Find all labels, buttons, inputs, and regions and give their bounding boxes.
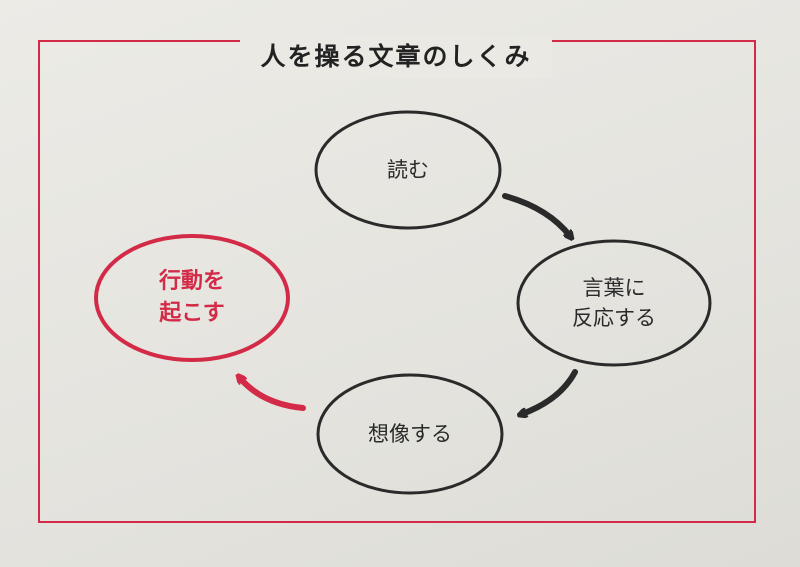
diagram-title: 人を操る文章のしくみ: [240, 36, 552, 78]
node-react-label: 言葉に 反応する: [572, 276, 656, 330]
node-act-shape: [94, 234, 290, 362]
node-act-label: 行動を 起こす: [158, 269, 225, 326]
node-read-shape: [314, 110, 502, 230]
arrow-read-to-react: [502, 193, 570, 236]
node-imagine-label: 想像する: [368, 422, 452, 446]
node-read-label: 読む: [387, 158, 429, 182]
arrow-imagine-to-act: [240, 378, 306, 411]
node-imagine-shape: [316, 373, 504, 495]
arrow-react-to-imagine: [522, 369, 578, 414]
node-react-shape: [516, 239, 712, 367]
